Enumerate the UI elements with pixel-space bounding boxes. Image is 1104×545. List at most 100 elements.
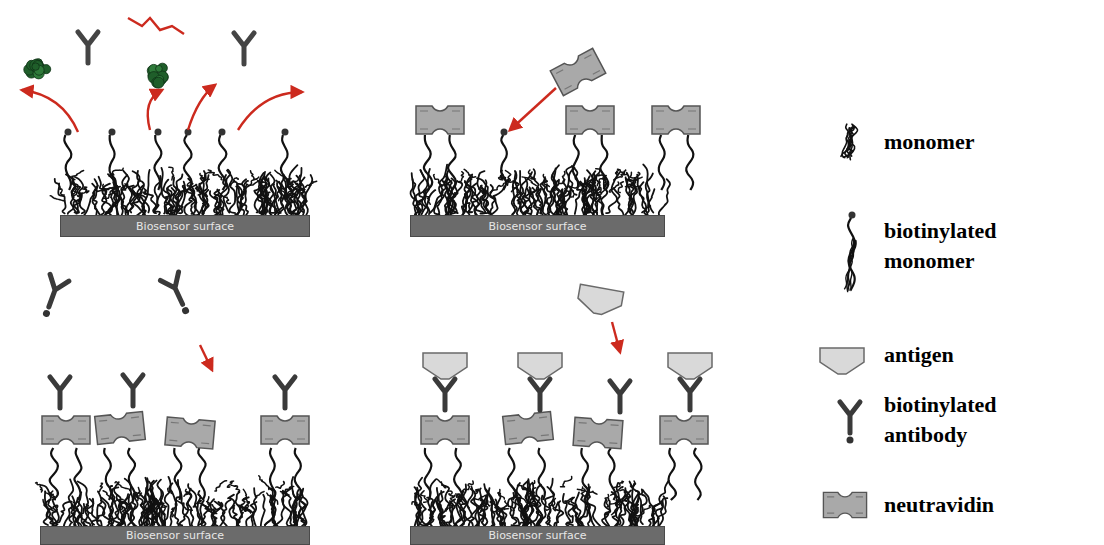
polymer-chain — [582, 187, 590, 213]
neutravidin-shape — [550, 48, 606, 95]
polymer-chain — [72, 171, 84, 183]
polymer-chain — [555, 502, 560, 526]
polymer-chain — [162, 477, 171, 527]
polymer-chain — [36, 482, 43, 492]
monomer-chain — [501, 135, 507, 190]
polymer-chain — [200, 174, 209, 181]
surface-label: Biosensor surface — [489, 530, 587, 541]
polymer-chain — [560, 179, 566, 212]
polymer-chain — [259, 476, 269, 490]
neutravidin-shape — [503, 412, 554, 445]
polymer-brush — [50, 165, 316, 218]
polymer-chain — [228, 495, 239, 527]
red-arrow — [510, 88, 556, 130]
polymer-chain — [168, 488, 172, 493]
contaminant-blob — [147, 63, 168, 88]
polymer-chain — [528, 481, 535, 491]
antigen-shape — [820, 348, 864, 374]
polymer-chain — [171, 182, 185, 214]
polymer-chain — [98, 483, 102, 492]
polymer-chain — [554, 501, 563, 527]
monomer-chain — [448, 135, 456, 190]
monomer-chain — [694, 448, 701, 500]
antibody-shape — [160, 272, 196, 318]
polymer-chain — [305, 181, 316, 187]
monomer-chain — [174, 448, 181, 500]
antigen-shape — [576, 284, 624, 317]
monomer-chain — [128, 448, 135, 500]
polymer-chain — [620, 503, 629, 526]
antibody-shape — [50, 377, 70, 408]
polymer-chain — [605, 495, 609, 507]
polymer-chain — [459, 172, 464, 184]
polymer-chain — [842, 124, 848, 157]
biosensor-surface-band: Biosensor surface — [410, 526, 665, 545]
neutravidin-shape — [652, 106, 700, 134]
legend-label: biotinylated monomer — [884, 216, 1034, 276]
polymer-chain — [565, 497, 573, 502]
red-arrow — [612, 322, 620, 352]
monomer-chain — [508, 448, 516, 500]
polymer-chain — [466, 481, 474, 490]
polymer-chain — [300, 168, 308, 216]
polymer-chain — [59, 183, 64, 195]
polymer-chain — [565, 189, 572, 197]
polymer-chain — [510, 171, 516, 217]
polymer-chain — [276, 481, 285, 488]
polymer-chain — [84, 187, 89, 193]
polymer-chain — [531, 189, 541, 194]
polymer-chain — [238, 505, 251, 513]
polymer-chain — [271, 496, 281, 529]
monomer-chain — [581, 448, 588, 500]
polymer-chain — [645, 189, 654, 218]
polymer-chain — [410, 179, 419, 218]
antibody-shape — [610, 381, 630, 412]
polymer-chain — [92, 184, 100, 215]
polymer-chain — [630, 172, 637, 180]
polymer-chain — [481, 186, 495, 199]
surface-label: Biosensor surface — [136, 221, 234, 232]
polymer-chain — [175, 499, 193, 510]
polymer-chain — [528, 170, 535, 179]
monomer-chain — [600, 135, 608, 190]
polymer-chain — [136, 170, 149, 216]
polymer-chain — [93, 186, 98, 215]
monomer-chain — [295, 448, 301, 500]
polymer-chain — [43, 500, 56, 512]
neutravidin-shape — [165, 417, 215, 449]
polymer-chain — [119, 499, 123, 509]
polymer-chain — [425, 195, 431, 205]
biotin-dot — [155, 129, 162, 136]
polymer-chain — [168, 189, 179, 217]
polymer-chain — [45, 491, 55, 497]
polymer-chain — [545, 197, 550, 204]
monomer-chain — [50, 448, 58, 500]
polymer-chain — [117, 497, 129, 527]
red-arrow — [188, 85, 215, 130]
polymer-chain — [585, 184, 601, 195]
polymer-chain — [165, 188, 170, 213]
polymer-chain — [438, 506, 441, 510]
monomer-chain — [154, 135, 161, 190]
polymer-chain — [281, 492, 290, 496]
neutravidin-shape — [660, 416, 708, 444]
monomer-chain — [454, 448, 462, 500]
monomer-chain — [281, 135, 289, 190]
polymer-chain — [620, 490, 631, 498]
monomer-chain — [198, 448, 205, 500]
polymer-chain — [531, 488, 536, 494]
polymer-chain — [563, 494, 573, 525]
polymer-chain — [421, 491, 428, 503]
monomer-chain — [608, 448, 615, 500]
polymer-chain — [637, 175, 645, 213]
polymer-chain — [112, 177, 124, 217]
red-arrow — [238, 92, 302, 130]
monomer-chain — [573, 135, 579, 190]
biotin-dot — [849, 212, 856, 219]
antibody-shape — [435, 379, 455, 410]
polymer-chain — [123, 184, 127, 190]
polymer-chain — [153, 496, 167, 507]
antigen-shape — [423, 353, 467, 379]
surface-label: Biosensor surface — [489, 221, 587, 232]
polymer-chain — [450, 495, 456, 505]
